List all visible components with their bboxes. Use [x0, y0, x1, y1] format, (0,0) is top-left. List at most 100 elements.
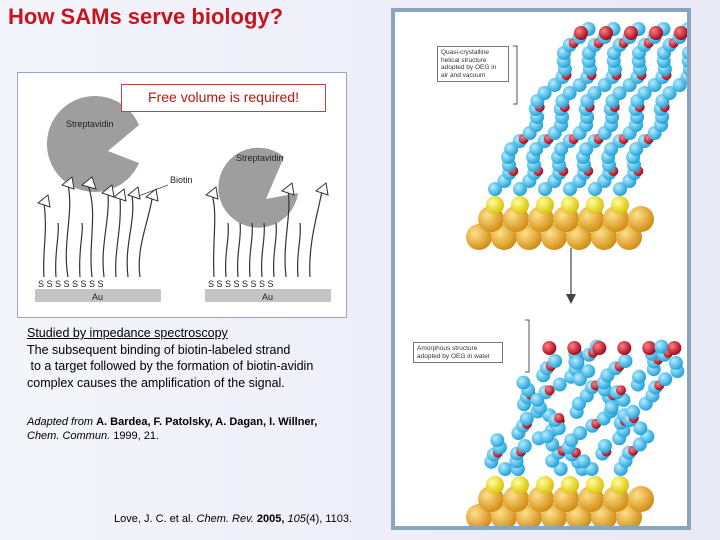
left-biotin-heads: [36, 176, 159, 208]
label-quasi-crystalline: Quasi-crystalline helical structure adop…: [437, 46, 509, 83]
oxygen-atom: [642, 341, 657, 355]
right-biotin-heads: [204, 182, 329, 200]
oxygen-atom: [599, 26, 613, 40]
adapted-citation: Adapted from A. Bardea, F. Patolsky, A. …: [27, 415, 367, 443]
bottom-bracket: [525, 319, 530, 373]
oxygen-atom: [567, 341, 582, 355]
quasi-crystalline-structure: [466, 22, 687, 250]
description-line-4: complex causes the amplification of the …: [27, 375, 285, 390]
carbon-atom: [637, 86, 652, 100]
sulfur-atom: [586, 196, 604, 214]
slide-title: How SAMs serve biology?: [8, 4, 284, 29]
oxygen-atom: [592, 341, 607, 355]
carbon-atom: [613, 182, 627, 196]
left-sam-chains: [43, 184, 134, 278]
carbon-atom: [537, 86, 552, 100]
sulfur-row-right: S S S S S S S S: [208, 279, 274, 289]
gold-surface-right: [205, 289, 331, 302]
oxygen-atom: [649, 26, 663, 40]
carbon-atom: [498, 462, 513, 476]
ref-year: 2005,: [253, 513, 288, 525]
gold-label-right: Au: [262, 292, 273, 302]
biotin-label: Biotin: [170, 175, 193, 185]
sulfur-atom: [511, 196, 529, 214]
ref-volume: 105: [287, 513, 306, 525]
carbon-atom: [581, 364, 596, 379]
carbon-atom: [633, 421, 648, 436]
figure-svg: Streptavidin Streptavidin Biotin: [35, 96, 331, 302]
sulfur-atom: [586, 476, 604, 494]
description-line-1: Studied by impedance spectroscopy: [27, 326, 228, 340]
carbon-atom: [668, 355, 683, 370]
streptavidin-right-label: Streptavidin: [236, 153, 284, 163]
carbon-atom: [490, 433, 505, 448]
sulfur-row-left: S S S S S S S S: [38, 279, 104, 289]
carbon-atom: [519, 411, 534, 426]
love-reference: Love, J. C. et al. Chem. Rev. 2005, 105(…: [114, 513, 352, 525]
oeg-structure-figure: Quasi-crystalline helical structure adop…: [391, 8, 691, 530]
oxygen-atom: [542, 341, 557, 355]
description-text: Studied by impedance spectroscopy The su…: [27, 325, 357, 391]
carbon-atom: [516, 375, 531, 390]
carbon-atom: [517, 439, 532, 453]
streptavidin-left-shape: [46, 96, 139, 192]
adapted-journal: Chem. Commun.: [27, 430, 111, 442]
ref-authors: Love, J. C. et al.: [114, 513, 197, 525]
description-line-3: to a target followed by the formation of…: [27, 359, 314, 373]
sulfur-atom: [561, 196, 579, 214]
carbon-atom: [588, 182, 602, 196]
carbon-atom: [538, 182, 552, 196]
carbon-atom: [570, 355, 585, 370]
adapted-prefix: Adapted from: [27, 416, 97, 428]
carbon-atom: [488, 182, 502, 196]
carbon-atom: [618, 354, 633, 368]
label-amorphous: Amorphous structure adopted by OEG in wa…: [413, 342, 503, 364]
carbon-atom: [573, 426, 588, 440]
gold-surface-left: [35, 289, 161, 302]
carbon-atom: [598, 439, 612, 453]
oxygen-atom: [617, 341, 632, 355]
free-volume-callout: Free volume is required!: [121, 84, 326, 112]
sulfur-atom: [611, 476, 629, 494]
sulfur-atom: [486, 196, 504, 214]
top-bracket: [513, 45, 518, 105]
carbon-atom: [612, 86, 627, 100]
sulfur-atom: [561, 476, 579, 494]
carbon-atom: [552, 377, 567, 392]
ref-journal: Chem. Rev.: [196, 513, 254, 525]
ref-pages: (4), 1103.: [305, 513, 353, 525]
sulfur-atom: [536, 476, 554, 494]
oxygen-atom: [554, 413, 565, 423]
carbon-atom: [662, 86, 677, 100]
oeg-svg: [466, 22, 687, 526]
carbon-atom: [658, 372, 673, 387]
carbon-atom: [563, 182, 577, 196]
oxygen-atom: [667, 341, 682, 355]
sulfur-atom: [611, 196, 629, 214]
oxygen-atom: [624, 26, 638, 40]
streptavidin-right-shape: [218, 147, 298, 228]
carbon-atom: [576, 454, 591, 469]
oxygen-atom: [674, 26, 687, 40]
sulfur-atom: [511, 476, 529, 494]
carbon-atom: [654, 339, 669, 354]
description-line-2: The subsequent binding of biotin-labeled…: [27, 342, 291, 357]
carbon-atom: [587, 86, 602, 100]
streptavidin-left-label: Streptavidin: [66, 119, 114, 129]
oxygen-atom: [574, 26, 588, 40]
sulfur-atom: [486, 476, 504, 494]
adapted-authors: A. Bardea, F. Patolsky, A. Dagan, I. Wil…: [96, 416, 318, 428]
adapted-year: 1999, 21.: [110, 430, 160, 442]
gold-atom: [628, 486, 654, 512]
gold-atom: [628, 206, 654, 232]
amorphous-structure: [466, 339, 685, 526]
transition-arrow-head: [566, 294, 576, 304]
carbon-atom: [626, 404, 640, 419]
oxygen-atom: [616, 385, 626, 396]
sulfur-atom: [536, 196, 554, 214]
carbon-atom: [513, 182, 527, 196]
carbon-atom: [540, 429, 555, 444]
right-sam-chains: [211, 190, 323, 278]
carbon-atom: [604, 400, 619, 415]
gold-label-left: Au: [92, 292, 103, 302]
